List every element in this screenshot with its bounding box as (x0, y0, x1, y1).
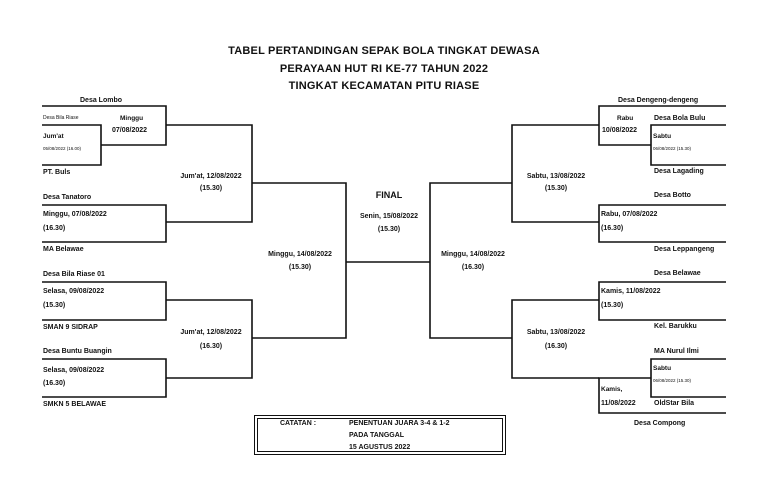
team-pt-buls: PT. Buls (43, 169, 71, 176)
match-r2-day: Sabtu (653, 133, 672, 140)
left-bracket-buntu-smkn (42, 358, 167, 398)
match-l3-time: (16.30) (43, 225, 66, 232)
final-label: FINAL (375, 190, 403, 200)
final-date: Senin, 15/08/2022 (360, 213, 418, 220)
left-sf-time: (15.30) (288, 264, 312, 271)
match-l5-time: (16.30) (43, 380, 66, 387)
team-desa-lagading: Desa Lagading (654, 168, 704, 175)
match-l2-date: 07/08/2022 (112, 127, 148, 134)
team-sman-9-sidrap: SMAN 9 SIDRAP (43, 324, 98, 331)
right-sf-connector (429, 182, 512, 339)
team-ma-belawae: MA Belawae (43, 246, 84, 253)
team-desa-compong: Desa Compong (634, 420, 686, 427)
match-r6-day: Kamis, (601, 386, 623, 393)
team-desa-lombo: Desa Lombo (80, 97, 123, 104)
team-desa-tanatoro: Desa Tanatoro (43, 194, 92, 201)
left-qf2-connector (166, 299, 253, 379)
match-l1-day: Jum'at (43, 133, 64, 140)
team-ma-nurul-ilmi: MA Nurul Ilmi (654, 348, 699, 355)
left-qf1-date: Jum'at, 12/08/2022 (180, 173, 242, 180)
right-qf1-connector (511, 124, 599, 223)
right-bracket-dengeng-bolabulu (598, 105, 726, 146)
note-label: CATATAN : (280, 420, 317, 427)
match-l2-day: Minggu (120, 115, 144, 122)
match-r3-date: Rabu, 07/08/2022 (601, 211, 658, 218)
right-bracket-botto-leppangeng (598, 204, 726, 243)
match-r1-day: Rabu (617, 115, 634, 122)
match-r2-date: 06/08/2022 (15.30) (653, 146, 692, 151)
team-desa-bila-riase: Desa Bila Riase (43, 115, 79, 121)
note-line-1: PENENTUAN JUARA 3-4 & 1-2 (349, 420, 450, 427)
left-sf-connector (252, 182, 347, 339)
team-desa-belawae: Desa Belawae (654, 270, 701, 277)
right-qf1-date: Sabtu, 13/08/2022 (526, 173, 586, 180)
team-kel-barukku: Kel. Barukku (654, 323, 697, 330)
right-bracket-bolabulu-lagading (650, 124, 726, 166)
right-sf-date: Minggu, 14/08/2022 (441, 251, 505, 258)
left-qf2-time: (16.30) (199, 343, 223, 350)
match-l1-date: 05/08/2022 (16.00) (43, 146, 82, 151)
match-r6-date: 11/08/2022 (601, 400, 636, 407)
title-line-2: PERAYAAN HUT RI KE-77 TAHUN 2022 (279, 63, 489, 75)
team-smkn-5-belawae: SMKN 5 BELAWAE (43, 401, 107, 408)
right-qf2-connector (511, 299, 599, 379)
right-sf-time: (16.30) (461, 264, 485, 271)
right-qf2-date: Sabtu, 13/08/2022 (526, 329, 586, 336)
match-r1-date: 10/08/2022 (602, 127, 638, 134)
left-qf1-time: (15.30) (199, 185, 223, 192)
right-qf1-time: (15.30) (544, 185, 568, 192)
note-box: CATATAN : PENENTUAN JUARA 3-4 & 1-2 PADA… (254, 415, 506, 455)
match-r3-time: (16.30) (601, 225, 624, 232)
right-bracket-belawae-barukku (598, 281, 726, 321)
match-l4-time: (15.30) (43, 302, 66, 309)
match-l4-date: Selasa, 09/08/2022 (43, 288, 105, 295)
left-qf1-connector (166, 124, 253, 223)
final-time: (15.30) (377, 226, 401, 233)
match-l3-date: Minggu, 07/08/2022 (43, 211, 107, 218)
left-bracket-bila-pt (42, 124, 102, 166)
team-oldstar-bila: OldStar Bila (654, 400, 695, 407)
match-r4-date: Kamis, 11/08/2022 (601, 288, 661, 295)
match-r5-day: Sabtu (653, 365, 672, 372)
team-desa-buntu-buangin: Desa Buntu Buangin (43, 348, 112, 355)
title-line-3: TINGKAT KECAMATAN PITU RIASE (288, 80, 480, 92)
match-r5-date: 06/08/2022 (15.30) (653, 378, 692, 383)
right-bracket-oldstar-compong (598, 377, 726, 414)
match-r4-time: (15.30) (601, 302, 624, 309)
left-bracket-tanatoro-ma (42, 204, 167, 243)
left-sf-date: Minggu, 14/08/2022 (268, 251, 332, 258)
note-line-2: PADA TANGGAL (349, 432, 405, 439)
team-desa-botto: Desa Botto (654, 192, 691, 199)
left-qf2-date: Jum'at, 12/08/2022 (180, 329, 242, 336)
title-line-1: TABEL PERTANDINGAN SEPAK BOLA TINGKAT DE… (228, 45, 540, 57)
team-desa-bola-bulu: Desa Bola Bulu (654, 115, 706, 122)
left-bracket-bila01-sman (42, 281, 167, 321)
team-desa-dengeng-dengeng: Desa Dengeng-dengeng (618, 97, 699, 104)
team-desa-leppangeng: Desa Leppangeng (654, 246, 715, 253)
match-l5-date: Selasa, 09/08/2022 (43, 367, 105, 374)
right-qf2-time: (16.30) (544, 343, 568, 350)
team-desa-bila-riase-01: Desa Bila Riase 01 (43, 271, 105, 278)
note-line-3: 15 AGUSTUS 2022 (349, 444, 411, 451)
